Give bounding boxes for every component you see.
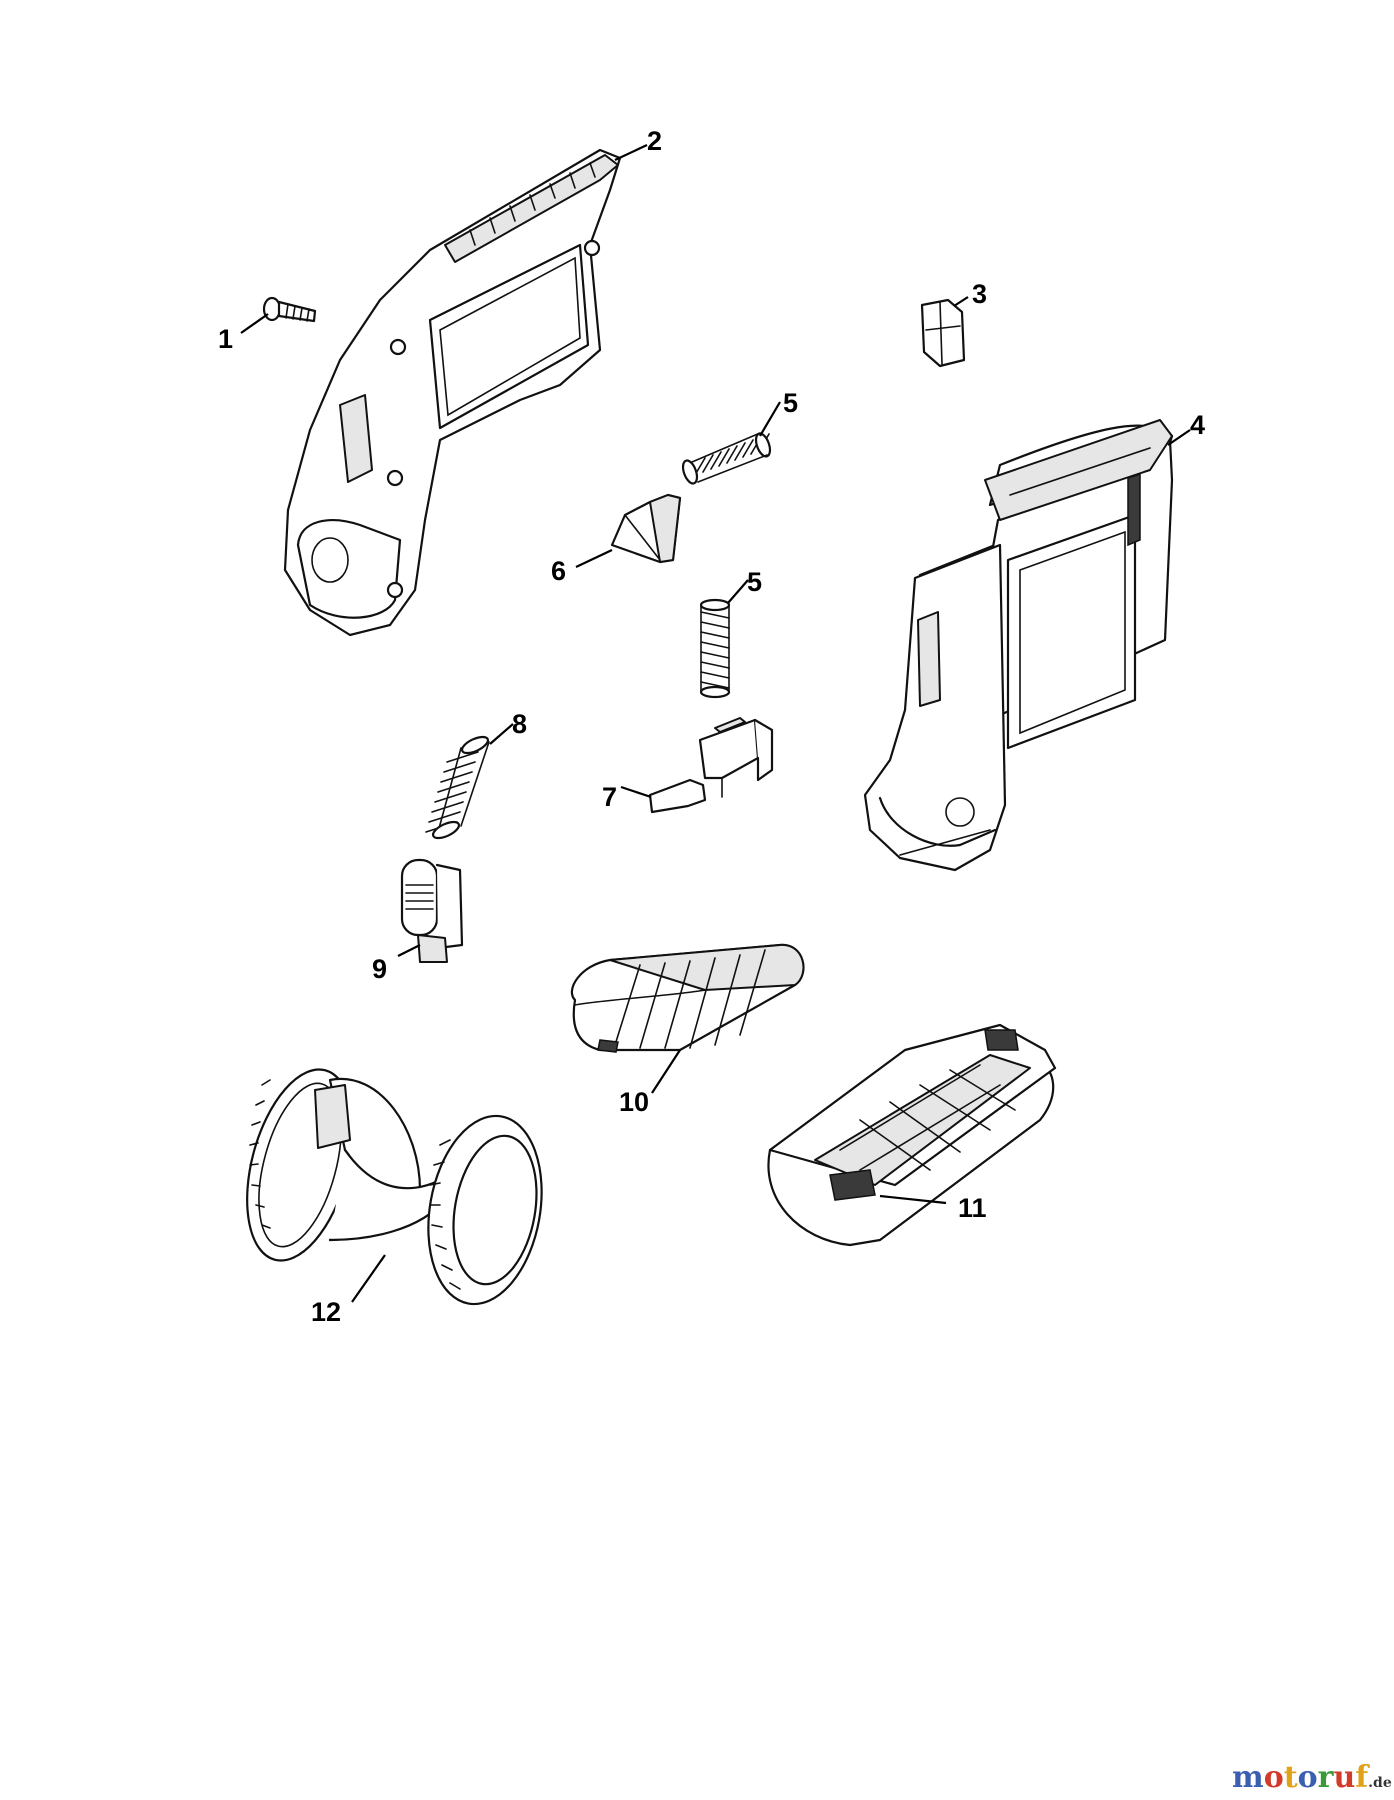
- part-2-left-housing: [283, 148, 622, 637]
- part-5-spring-lower: [699, 598, 731, 699]
- watermark-letter: o: [1264, 1760, 1284, 1795]
- part-12-wheel-set: [246, 1068, 543, 1306]
- part-11-battery-tray: [767, 1023, 1057, 1247]
- part-9-lock-button: [400, 858, 464, 963]
- part-6-trigger-cam: [610, 493, 682, 564]
- callout-4: 4: [1190, 410, 1205, 440]
- watermark-letter: o: [1298, 1760, 1318, 1795]
- callout-7: 7: [602, 782, 617, 812]
- leader-lines: [240, 144, 1191, 1303]
- callout-6: 6: [551, 556, 566, 586]
- part-5-spring-upper: [681, 432, 772, 485]
- part-10-battery-pack: [570, 943, 805, 1053]
- svg-text:motoruf.de: motoruf.de: [1232, 1760, 1392, 1795]
- callout-11: 11: [958, 1193, 987, 1223]
- callout-2: 2: [647, 126, 662, 156]
- part-1-screw: [262, 296, 317, 323]
- part-4-right-housing-handle: [863, 419, 1174, 872]
- watermark-logo: motoruf.de: [1232, 1760, 1392, 1795]
- callout-1: 1: [218, 324, 233, 354]
- part-8-spring: [425, 735, 490, 840]
- watermark-letter: f: [1355, 1760, 1370, 1795]
- part-3-clip: [920, 298, 966, 368]
- callout-5-upper: 5: [783, 388, 798, 418]
- part-7-slider-switch: [648, 717, 774, 814]
- watermark-letter: r: [1318, 1760, 1335, 1795]
- callout-12: 12: [311, 1297, 341, 1327]
- watermark-letter: m: [1232, 1760, 1264, 1795]
- callout-8: 8: [512, 709, 527, 739]
- callout-10: 10: [619, 1087, 649, 1117]
- watermark-letter: u: [1333, 1760, 1355, 1795]
- watermark-letter: t: [1284, 1760, 1298, 1795]
- callout-5-lower: 5: [747, 567, 762, 597]
- callout-labels: 1 2 3 4 5 5 6 7 8 9 10 11 12: [218, 126, 1205, 1327]
- callout-3: 3: [972, 279, 987, 309]
- callout-9: 9: [372, 954, 387, 984]
- watermark-suffix: .de: [1368, 1775, 1392, 1791]
